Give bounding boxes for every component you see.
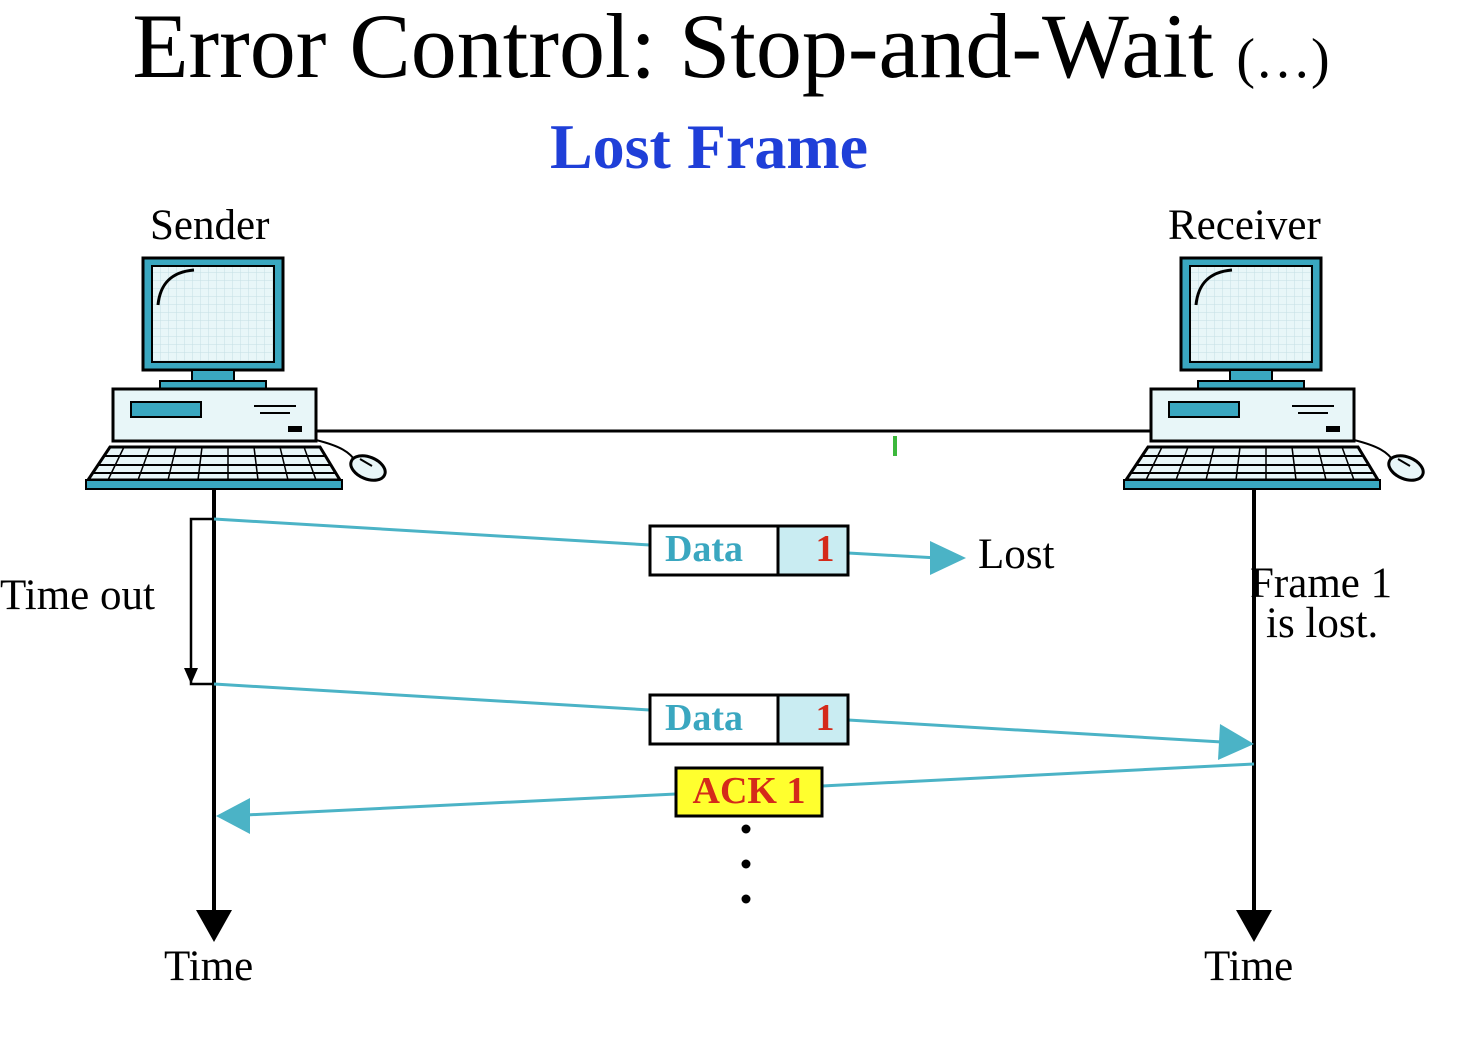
title-main: Error Control: Stop-and-Wait: [132, 0, 1214, 97]
lost-frame-arrow: [213, 517, 966, 575]
receiver-time-axis: [1236, 489, 1272, 942]
resent-frame-arrow: [213, 682, 1254, 760]
resent-frame-box: Data 1: [648, 693, 850, 746]
sender-computer-icon: [84, 256, 391, 491]
timeout-label: Time out: [0, 572, 155, 619]
frame-lost-line-1: Frame 1: [1250, 560, 1393, 607]
ack-label: ACK 1: [693, 770, 806, 812]
resent-frame-kind: Data: [665, 697, 743, 739]
ack-box: ACK 1: [674, 766, 824, 818]
page-subtitle: Lost Frame: [549, 111, 869, 182]
page-title: Error Control: Stop-and-Wait (…): [0, 0, 1462, 100]
frame-lost-line-2: is lost.: [1266, 600, 1379, 647]
receiver-label: Receiver: [1168, 202, 1321, 249]
lost-frame-box: Data 1: [648, 524, 850, 577]
sender-time-label: Time: [164, 943, 254, 990]
lost-frame-number: 1: [816, 528, 835, 570]
title-suffix: (…): [1236, 28, 1330, 90]
continuation-dots: [741, 824, 751, 904]
timeout-bracket: [184, 517, 214, 686]
frame-lost-note: Frame 1 is lost.: [1250, 560, 1393, 647]
receiver-time-label: Time: [1204, 943, 1294, 990]
resent-frame-number: 1: [816, 697, 835, 739]
sender-time-axis: [196, 489, 232, 942]
lost-frame-kind: Data: [665, 528, 743, 570]
receiver-computer-icon: [1122, 256, 1429, 491]
lost-label: Lost: [978, 531, 1055, 578]
sender-label: Sender: [150, 202, 270, 249]
ack-arrow: [216, 762, 1255, 834]
